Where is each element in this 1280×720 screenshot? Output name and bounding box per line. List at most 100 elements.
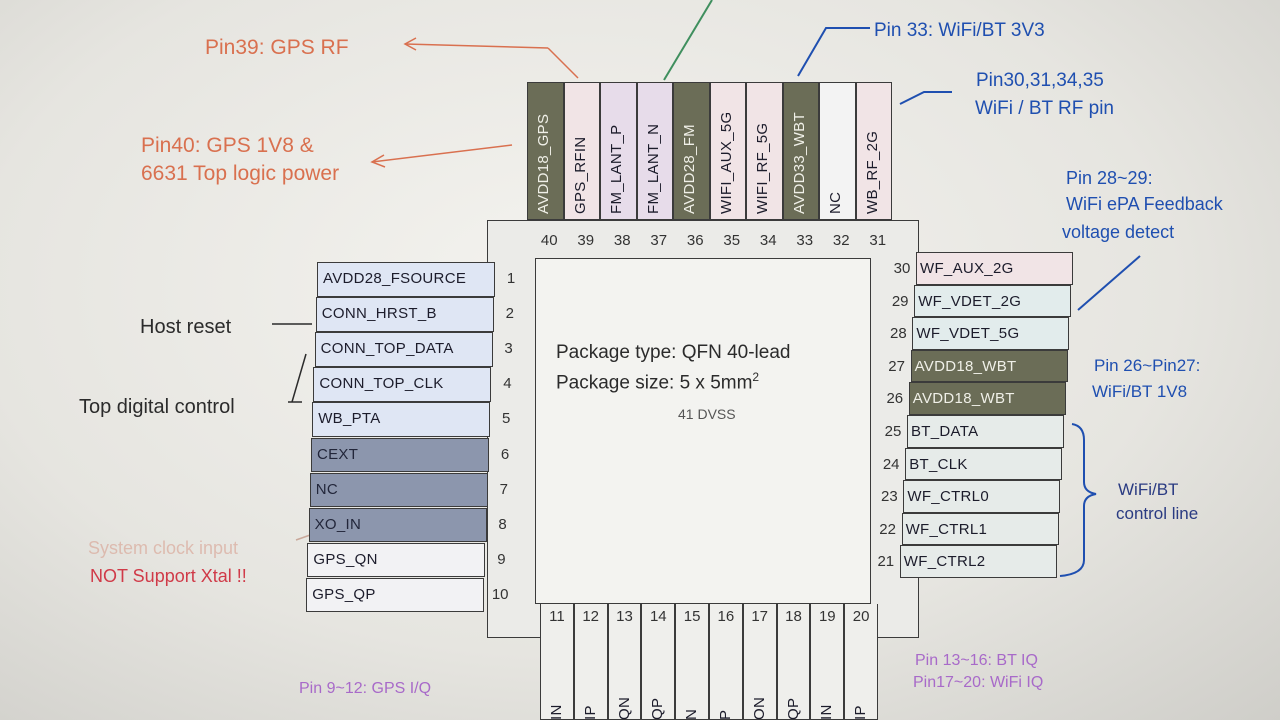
bottom-pin-number: 19 bbox=[818, 608, 836, 625]
right-pin-number: 23 bbox=[881, 488, 898, 506]
top-pin-box bbox=[746, 82, 783, 220]
pin26-annotation-line2: WiFi/BT 1V8 bbox=[1092, 382, 1188, 401]
top-pin-number: 32 bbox=[832, 232, 850, 249]
top-pin-number: 34 bbox=[759, 232, 777, 249]
right-pin-number: 28 bbox=[890, 325, 907, 343]
left-pin-number: 10 bbox=[491, 585, 509, 603]
left-pin-number: 4 bbox=[503, 375, 512, 393]
right-pin-box bbox=[905, 447, 1063, 481]
left-pin-box bbox=[306, 577, 485, 613]
right-pin-number: 25 bbox=[884, 423, 902, 440]
top-pin-box bbox=[709, 82, 746, 220]
top-pin-number: 40 bbox=[540, 232, 558, 249]
left-pin-box bbox=[309, 472, 488, 508]
bottom-pin-number: 15 bbox=[683, 608, 701, 625]
bottom-pin-label: IP bbox=[581, 705, 599, 720]
bottom-pin-number: 14 bbox=[649, 608, 667, 625]
bottom-pin-box bbox=[641, 604, 676, 720]
bottom-pin-number: 17 bbox=[751, 608, 769, 625]
left-pin-label: NC bbox=[315, 480, 339, 498]
left-pin-number: 2 bbox=[505, 305, 514, 323]
top-pin-number: 31 bbox=[869, 232, 887, 249]
bottom-pin-label: QP bbox=[649, 697, 667, 720]
right-pin-label: BT_CLK bbox=[909, 455, 968, 473]
left-pin-number: 3 bbox=[504, 340, 513, 358]
wifi-iq-annotation: Pin17~20: WiFi IQ bbox=[913, 674, 1044, 691]
bottom-pin-number: 18 bbox=[785, 608, 802, 625]
left-pin-label: AVDD28_FSOURCE bbox=[323, 270, 467, 287]
right-pin-box bbox=[899, 545, 1057, 578]
top-pin-label: AVDD28_FM bbox=[681, 124, 698, 214]
right-pin-number: 22 bbox=[879, 520, 896, 538]
left-pin-label: CONN_TOP_CLK bbox=[319, 375, 444, 393]
pin33-annotation: Pin 33: WiFi/BT 3V3 bbox=[874, 20, 1045, 41]
right-pin-box bbox=[912, 317, 1070, 350]
right-pin-number: 21 bbox=[877, 553, 895, 571]
bottom-pin-label: ON bbox=[750, 696, 768, 720]
right-pin-box bbox=[903, 480, 1061, 513]
left-pin-box bbox=[314, 332, 493, 367]
right-pin-number: 24 bbox=[882, 455, 900, 473]
top-pin-number: 37 bbox=[650, 232, 668, 249]
left-pin-number: 9 bbox=[497, 550, 506, 568]
bottom-pin-box bbox=[742, 604, 777, 720]
bottom-pin-label: IN bbox=[548, 704, 565, 720]
left-pin-box bbox=[315, 297, 494, 332]
left-pin-number: 6 bbox=[500, 445, 510, 463]
top-pin-box bbox=[782, 82, 819, 220]
right-pin-label: WF_VDET_2G bbox=[918, 292, 1022, 310]
wifibt-annotation-line1: WiFi/BT bbox=[1118, 480, 1179, 499]
right-pin-label: BT_DATA bbox=[911, 423, 979, 440]
pin40-annotation-line2: 6631 Top logic power bbox=[141, 162, 340, 185]
left-pin-label: WB_PTA bbox=[318, 410, 381, 428]
bottom-pin-box bbox=[573, 604, 608, 720]
right-pin-box bbox=[901, 512, 1059, 546]
bottom-pin-label: QP bbox=[784, 697, 802, 720]
left-pin-label: CONN_TOP_DATA bbox=[320, 340, 454, 358]
right-pin-box bbox=[914, 284, 1072, 318]
right-pin-box bbox=[908, 382, 1066, 415]
gps-iq-annotation: Pin 9~12: GPS I/Q bbox=[299, 680, 432, 697]
right-pin-label: AVDD18_WBT bbox=[912, 390, 1015, 408]
bottom-pin-number: 16 bbox=[717, 608, 735, 625]
left-pin-number: 1 bbox=[506, 270, 516, 287]
package-size: Package size: 5 x 5mm2 bbox=[556, 370, 760, 394]
top-pin-label: NC bbox=[827, 191, 844, 214]
top-pin-box bbox=[636, 82, 673, 220]
bottom-pin-label: P bbox=[717, 709, 734, 720]
top-pin-label: AVDD33_WBT bbox=[790, 112, 808, 214]
pin28-annotation-line2: WiFi ePA Feedback bbox=[1066, 194, 1223, 214]
right-pin-label: WF_VDET_5G bbox=[916, 325, 1020, 343]
bottom-pin-box bbox=[540, 604, 574, 720]
left-pin-box bbox=[313, 367, 492, 402]
left-pin-label: CEXT bbox=[317, 445, 359, 463]
top-pin-label: WB_RF_2G bbox=[863, 130, 881, 214]
pin39-annotation: Pin39: GPS RF bbox=[205, 36, 349, 59]
left-pin-box bbox=[317, 262, 495, 297]
left-pin-label: CONN_HRST_B bbox=[321, 305, 437, 323]
bottom-pin-box bbox=[844, 604, 878, 720]
top-pin-number: 39 bbox=[577, 232, 595, 249]
right-pin-label: AVDD18_WBT bbox=[914, 357, 1017, 375]
center-pin-dvss: 41 DVSS bbox=[678, 406, 736, 422]
top-pin-label: AVDD18_GPS bbox=[535, 113, 552, 214]
pin30-annotation-line1: Pin30,31,34,35 bbox=[976, 70, 1104, 91]
top-pin-box bbox=[527, 82, 564, 220]
left-pin-box bbox=[312, 402, 491, 437]
top-pin-label: WIFI_RF_5G bbox=[754, 122, 771, 214]
bottom-pin-number: 12 bbox=[582, 608, 600, 625]
bottom-pin-box bbox=[607, 604, 642, 720]
bottom-pin-label: N bbox=[683, 708, 701, 720]
right-pin-label: WF_CTRL1 bbox=[905, 520, 988, 538]
top-pin-box bbox=[600, 82, 637, 220]
top-pin-label: WIFI_AUX_5G bbox=[717, 111, 735, 215]
top-pin-box bbox=[855, 82, 892, 220]
left-pin-number: 7 bbox=[499, 480, 508, 498]
chip-die bbox=[535, 258, 871, 604]
bottom-pin-label: IN bbox=[818, 704, 836, 720]
right-pin-label: WF_CTRL2 bbox=[903, 553, 986, 571]
host-reset-annotation: Host reset bbox=[140, 316, 232, 338]
right-pin-box bbox=[907, 415, 1064, 448]
pin30-annotation-line2: WiFi / BT RF pin bbox=[975, 98, 1114, 119]
